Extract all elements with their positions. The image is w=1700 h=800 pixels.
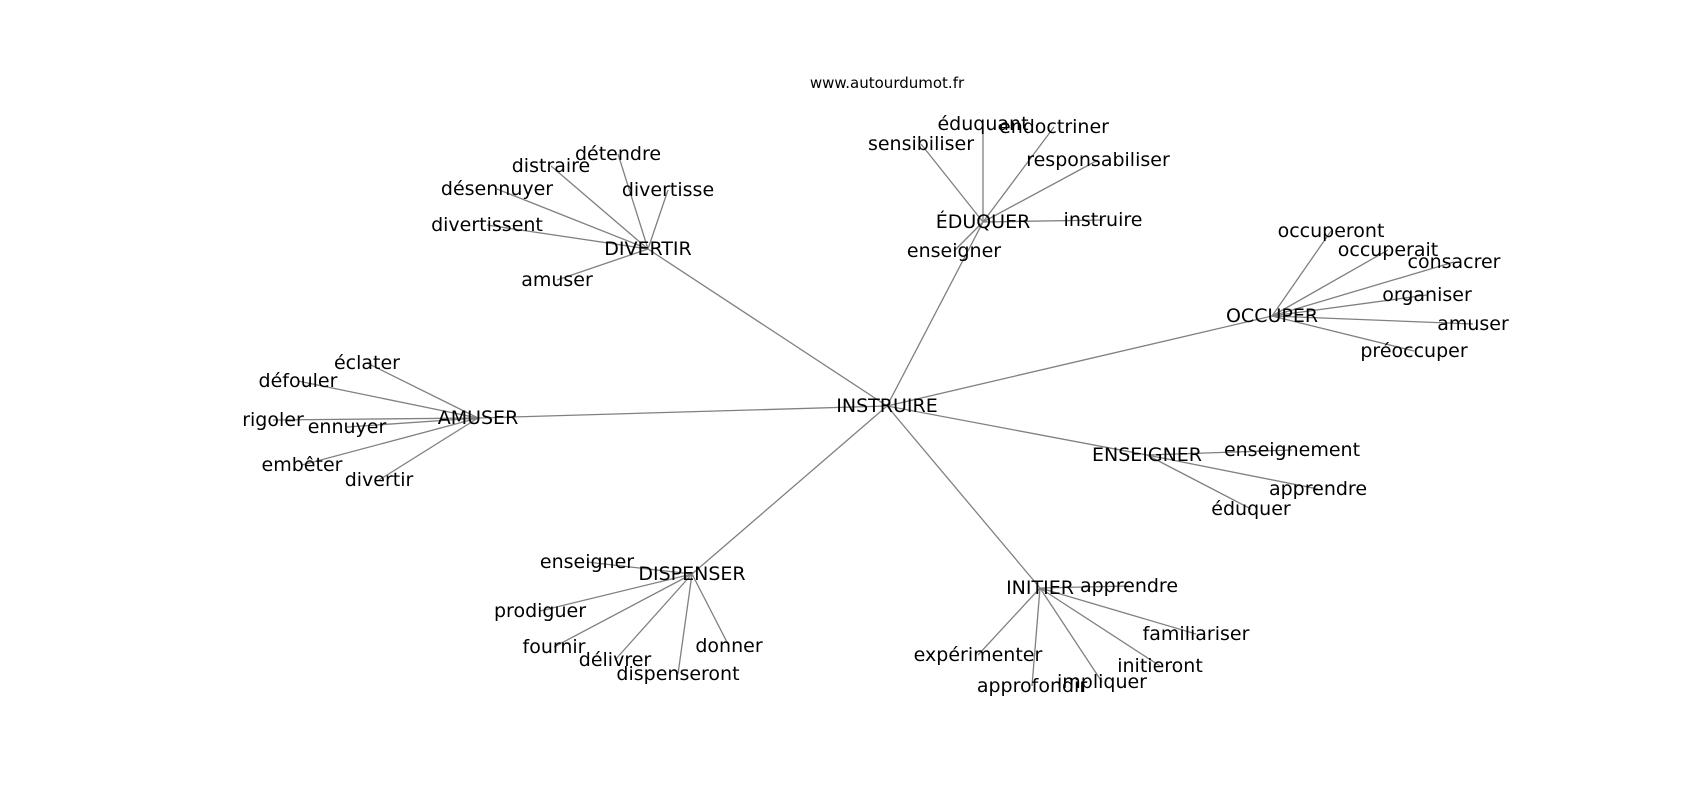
hub-node-label[interactable]: DIVERTIR bbox=[604, 238, 691, 260]
leaf-node-label[interactable]: apprendre bbox=[1269, 478, 1367, 500]
leaf-node-label[interactable]: préoccuper bbox=[1360, 340, 1467, 362]
leaf-node-label[interactable]: occuperait bbox=[1338, 239, 1439, 261]
edge-hub-leaf bbox=[1271, 249, 1389, 317]
leaf-node-label[interactable]: enseigner bbox=[540, 551, 634, 573]
edge-hub-leaf bbox=[1146, 454, 1252, 510]
edge-hub-leaf bbox=[977, 587, 1041, 656]
edge-hub-leaf bbox=[1146, 454, 1319, 490]
leaf-node-label[interactable]: embêter bbox=[262, 454, 343, 476]
leaf-node-label[interactable]: divertir bbox=[345, 469, 414, 491]
leaf-node-label[interactable]: éduquer bbox=[1211, 498, 1291, 520]
leaf-node-label[interactable]: divertissent bbox=[431, 214, 543, 236]
edge-hub-leaf bbox=[496, 188, 649, 250]
edge-hub-leaf bbox=[920, 143, 984, 223]
edge-hub-leaf bbox=[297, 380, 479, 419]
edge-hub-leaf bbox=[539, 573, 693, 612]
leaf-node-label[interactable]: organiser bbox=[1382, 284, 1472, 306]
edge-hub-leaf bbox=[982, 219, 1104, 223]
edge-hub-leaf bbox=[272, 417, 479, 421]
hub-node-label[interactable]: ÉDUQUER bbox=[936, 210, 1031, 233]
edge-hub-leaf bbox=[486, 224, 649, 250]
edges-layer bbox=[272, 124, 1474, 687]
leaf-node-label[interactable]: distraire bbox=[512, 155, 591, 177]
edge-hub-leaf bbox=[301, 417, 479, 466]
edge-hub-leaf bbox=[1271, 261, 1455, 317]
leaf-node-label[interactable]: impliquer bbox=[1057, 671, 1147, 693]
leaf-node-label[interactable]: délivrer bbox=[579, 649, 652, 671]
leaf-node-label[interactable]: défouler bbox=[259, 370, 338, 392]
edge-root-hub bbox=[691, 405, 888, 575]
leaf-node-label[interactable]: initieront bbox=[1117, 655, 1203, 677]
edge-hub-leaf bbox=[647, 189, 669, 250]
edge-hub-leaf bbox=[378, 417, 479, 481]
edge-root-hub bbox=[886, 405, 1148, 456]
hub-node-label[interactable]: DISPENSER bbox=[638, 563, 745, 585]
edge-hub-leaf bbox=[677, 573, 693, 675]
edge-hub-leaf bbox=[553, 573, 693, 648]
leaf-node-label[interactable]: approfondir bbox=[977, 675, 1087, 697]
leaf-node-label[interactable]: endoctriner bbox=[999, 116, 1109, 138]
leaf-node-label[interactable]: divertisse bbox=[622, 179, 714, 201]
leaf-node-label[interactable]: ennuyer bbox=[308, 416, 387, 438]
leaf-node-label[interactable]: apprendre bbox=[1080, 575, 1178, 597]
leaf-node-label[interactable]: détendre bbox=[575, 143, 661, 165]
edge-hub-leaf bbox=[691, 573, 730, 647]
edge-hub-leaf bbox=[586, 561, 693, 575]
edge-root-hub bbox=[886, 221, 984, 407]
leaf-node-label[interactable]: sensibiliser bbox=[868, 133, 974, 155]
leaf-node-label[interactable]: amuser bbox=[521, 269, 593, 291]
edge-root-hub bbox=[647, 248, 888, 407]
edge-root-hub bbox=[477, 405, 888, 419]
edge-hub-leaf bbox=[982, 126, 1055, 223]
leaf-node-label[interactable]: fournir bbox=[523, 636, 586, 658]
edge-root-hub bbox=[886, 405, 1041, 589]
edge-hub-leaf bbox=[1039, 585, 1130, 589]
leaf-node-label[interactable]: éclater bbox=[334, 352, 400, 374]
edge-root-hub bbox=[886, 315, 1273, 407]
leaf-node-label[interactable]: expérimenter bbox=[914, 644, 1043, 666]
edge-hub-leaf bbox=[617, 153, 649, 250]
leaf-node-label[interactable]: désennuyer bbox=[441, 178, 553, 200]
edge-hub-leaf bbox=[614, 573, 693, 661]
edge-hub-leaf bbox=[1146, 449, 1293, 456]
edge-hub-leaf bbox=[982, 159, 1099, 223]
leaf-node-label[interactable]: amuser bbox=[1437, 313, 1509, 335]
edge-hub-leaf bbox=[550, 165, 649, 250]
hub-node-label[interactable]: ENSEIGNER bbox=[1092, 444, 1202, 466]
edge-hub-leaf bbox=[1271, 315, 1415, 352]
leaf-node-label[interactable]: enseignement bbox=[1224, 439, 1360, 461]
root-node-label[interactable]: INSTRUIRE bbox=[836, 395, 937, 417]
leaf-node-label[interactable]: enseigner bbox=[907, 240, 1001, 262]
leaf-node-label[interactable]: éduquant bbox=[937, 113, 1028, 135]
leaf-node-label[interactable]: dispenseront bbox=[616, 663, 739, 685]
leaf-node-label[interactable]: instruire bbox=[1064, 209, 1143, 231]
leaf-node-label[interactable]: consacrer bbox=[1408, 251, 1501, 273]
edge-hub-leaf bbox=[346, 417, 479, 428]
leaf-node-label[interactable]: familiariser bbox=[1143, 623, 1250, 645]
leaf-node-label[interactable]: prodiguer bbox=[494, 600, 586, 622]
source-watermark: www.autourdumot.fr bbox=[810, 74, 965, 92]
edge-hub-leaf bbox=[1031, 587, 1041, 687]
edge-hub-leaf bbox=[953, 221, 984, 252]
leaf-node-label[interactable]: rigoler bbox=[242, 409, 304, 431]
leaf-node-label[interactable]: occuperont bbox=[1278, 220, 1385, 242]
labels-layer: INSTRUIRE DIVERTIR détendredistrairedésenn… bbox=[242, 113, 1509, 697]
hub-node-label[interactable]: OCCUPER bbox=[1226, 305, 1318, 327]
leaf-node-label[interactable]: responsabiliser bbox=[1026, 149, 1170, 171]
edge-hub-leaf bbox=[1039, 587, 1103, 683]
edge-hub-leaf bbox=[1271, 230, 1332, 317]
edge-hub-leaf bbox=[556, 248, 649, 281]
leaf-node-label[interactable]: donner bbox=[695, 635, 762, 657]
edge-hub-leaf bbox=[1271, 294, 1428, 317]
edge-hub-leaf bbox=[1271, 315, 1474, 325]
edge-hub-leaf bbox=[1039, 587, 1161, 667]
edge-hub-leaf bbox=[366, 362, 479, 419]
hub-node-label[interactable]: AMUSER bbox=[438, 407, 519, 429]
hub-node-label[interactable]: INITIER bbox=[1006, 577, 1074, 599]
edge-hub-leaf bbox=[1039, 587, 1197, 635]
